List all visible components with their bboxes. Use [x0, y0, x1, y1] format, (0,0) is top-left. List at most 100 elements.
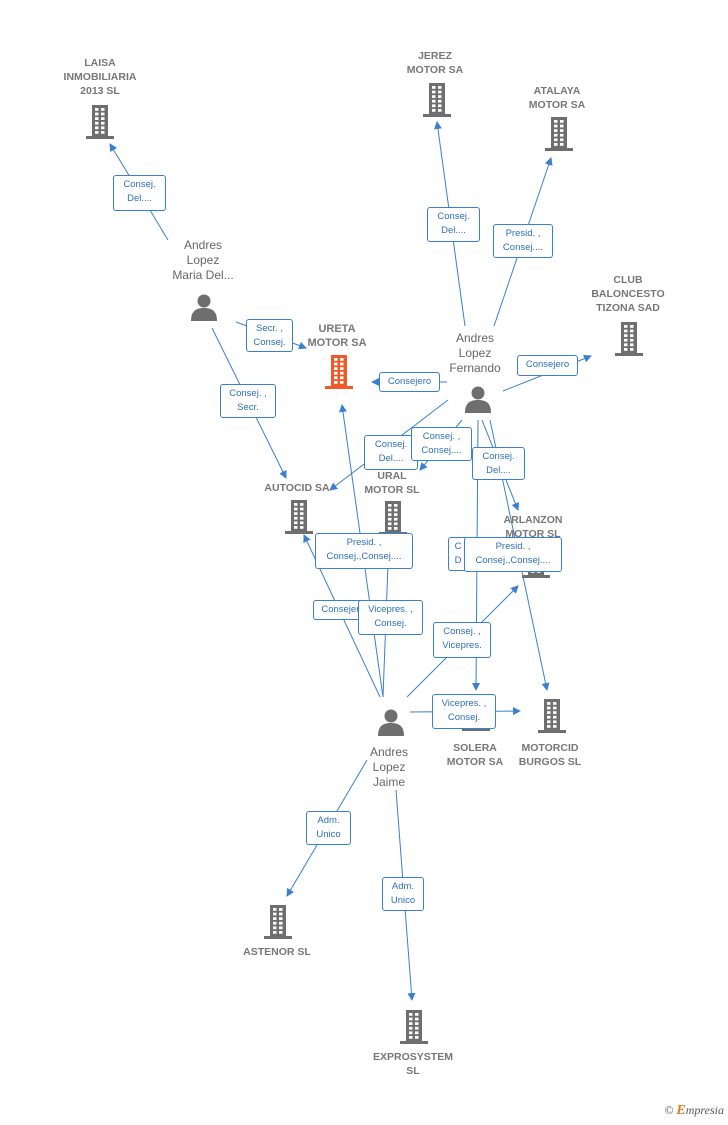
relation-label[interactable]: Presid. ,Consej.... [493, 224, 553, 258]
relation-label-line: Adm. [391, 881, 415, 892]
person-icon[interactable] [377, 708, 405, 741]
company-label-line: BURGOS SL [518, 756, 582, 768]
relation-label[interactable]: Consej. Del.... [472, 447, 525, 480]
company-label-jerez[interactable]: JEREZ MOTOR SA [365, 49, 505, 77]
company-label-line: TIZONA SAD [596, 302, 660, 314]
company-label-ureta[interactable]: URETA MOTOR SA [267, 322, 407, 350]
relation-label-line: Consej. , [229, 388, 267, 399]
relation-label-line: Secr. [237, 402, 259, 413]
brand-initial: E [676, 1103, 686, 1118]
relation-label-line: Del.... [127, 193, 152, 204]
person-label-line: Lopez [186, 253, 220, 267]
company-label-line: EXPROSYSTEM [373, 1051, 453, 1063]
building-icon[interactable] [325, 355, 353, 394]
relation-label[interactable]: Consejero [379, 372, 440, 392]
relation-label-line: Del.... [378, 453, 404, 464]
company-label-line: INMOBILIARIA [63, 71, 137, 83]
relation-label[interactable]: Consej. Del.... [427, 207, 480, 242]
person-label-line: Fernando [449, 361, 501, 375]
company-label-exprosystem[interactable]: EXPROSYSTEM SL [343, 1050, 483, 1078]
relation-label[interactable]: Presid. , Consej.,Consej.... [464, 537, 562, 572]
relation-label-line: Consej. [253, 337, 286, 348]
relation-label-line: Vicepres. [442, 640, 482, 651]
person-label-line: Andres [455, 331, 495, 345]
relation-label[interactable]: Adm. Unico [306, 811, 351, 845]
relation-label-line: Del.... [486, 465, 511, 476]
person-label-line: Andres [369, 745, 409, 759]
relation-label[interactable]: Vicepres. , Consej. [432, 694, 496, 729]
relation-label-line: Unico [390, 895, 416, 906]
company-label-ural[interactable]: URAL MOTOR SL [322, 469, 462, 497]
relation-label[interactable]: Consej.Del.... [113, 175, 166, 211]
relation-label-line: Consej. , [422, 431, 461, 442]
person-icon[interactable] [464, 385, 492, 418]
relation-label[interactable]: Consej. Del.... [364, 435, 418, 470]
relation-label-line: Secr. , [256, 323, 283, 334]
building-icon[interactable] [545, 117, 573, 156]
person-label-line: Lopez [372, 760, 406, 774]
relation-label[interactable]: Secr. , Consej. [246, 319, 293, 352]
building-icon[interactable] [423, 83, 451, 122]
relation-label-line: Adm. [317, 815, 340, 826]
relation-label[interactable]: Consej. , Secr. [220, 384, 276, 418]
relation-label-line: Consejero [321, 604, 365, 615]
building-icon[interactable] [86, 105, 114, 144]
company-label-line: MOTORCID [521, 742, 579, 754]
relation-label[interactable]: Vicepres. ,Consej. [358, 600, 423, 635]
building-icon[interactable] [400, 1010, 428, 1049]
building-icon[interactable] [285, 500, 313, 539]
company-label-line: MOTOR SA [406, 64, 464, 76]
relation-label[interactable]: Presid. , Consej.,Consej.... [315, 533, 413, 569]
company-label-line: MOTOR SL [364, 484, 420, 496]
company-label-line: LAISA [84, 57, 116, 69]
relation-label-line: Consej. [482, 451, 515, 462]
empresia-credit: © Empresia [664, 1103, 724, 1119]
company-label-astenor[interactable]: ASTENOR SL [207, 945, 347, 959]
relation-label-line: Consej.,Consej.... [475, 555, 551, 566]
building-icon[interactable] [264, 905, 292, 944]
company-label-line: JEREZ [418, 50, 452, 62]
relation-label[interactable]: Consej. , Consej.... [411, 427, 472, 461]
relation-label-line: Consej. [447, 712, 481, 723]
relation-label-line: Consej.... [502, 242, 544, 253]
relation-label[interactable]: Consej. , Vicepres. [433, 622, 491, 658]
relation-label[interactable]: Consejero [517, 355, 578, 376]
company-label-laisa[interactable]: LAISA INMOBILIARIA 2013 SL [30, 56, 170, 98]
company-label-line: URETA [318, 323, 356, 335]
relation-label-line: Vicepres. , [441, 698, 487, 709]
company-label-line: MOTOR SA [446, 756, 504, 768]
company-label-line: CLUB [613, 274, 643, 286]
company-label-line: 2013 SL [80, 85, 120, 97]
person-label-line: Andres [183, 238, 223, 252]
building-icon[interactable] [538, 699, 566, 738]
relation-label[interactable]: Adm. Unico [382, 877, 424, 911]
company-label-line: SL [406, 1065, 420, 1077]
relation-label-line: Del.... [441, 225, 466, 236]
relation-label-line: Presid. , [495, 541, 531, 552]
relation-label-line: Vicepres. , [368, 604, 413, 615]
relation-label-line: Consej.... [421, 445, 462, 456]
company-label-autocid[interactable]: AUTOCID SA [227, 481, 367, 495]
company-label-line: ARLANZON [503, 514, 563, 526]
company-label-club[interactable]: CLUB BALONCESTO TIZONA SAD [558, 273, 698, 315]
company-label-line: URAL [377, 470, 407, 482]
company-label-line: BALONCESTO [591, 288, 665, 300]
person-icon[interactable] [190, 293, 218, 326]
relation-label-line: Consej.,Consej.... [326, 551, 402, 562]
relation-label-line: Presid. , [346, 537, 382, 548]
company-label-line: MOTOR SA [307, 337, 367, 349]
company-label-motorcid[interactable]: MOTORCID BURGOS SL [480, 741, 620, 769]
relation-label-line: Consej. , [443, 626, 481, 637]
relation-label-line: Unico [316, 829, 341, 840]
relation-label-line: C [454, 541, 462, 552]
copyright-symbol: © [664, 1103, 674, 1117]
relation-label-line: Consej. [437, 211, 470, 222]
building-icon[interactable] [615, 322, 643, 361]
relation-label-line: Consej. [374, 439, 408, 450]
